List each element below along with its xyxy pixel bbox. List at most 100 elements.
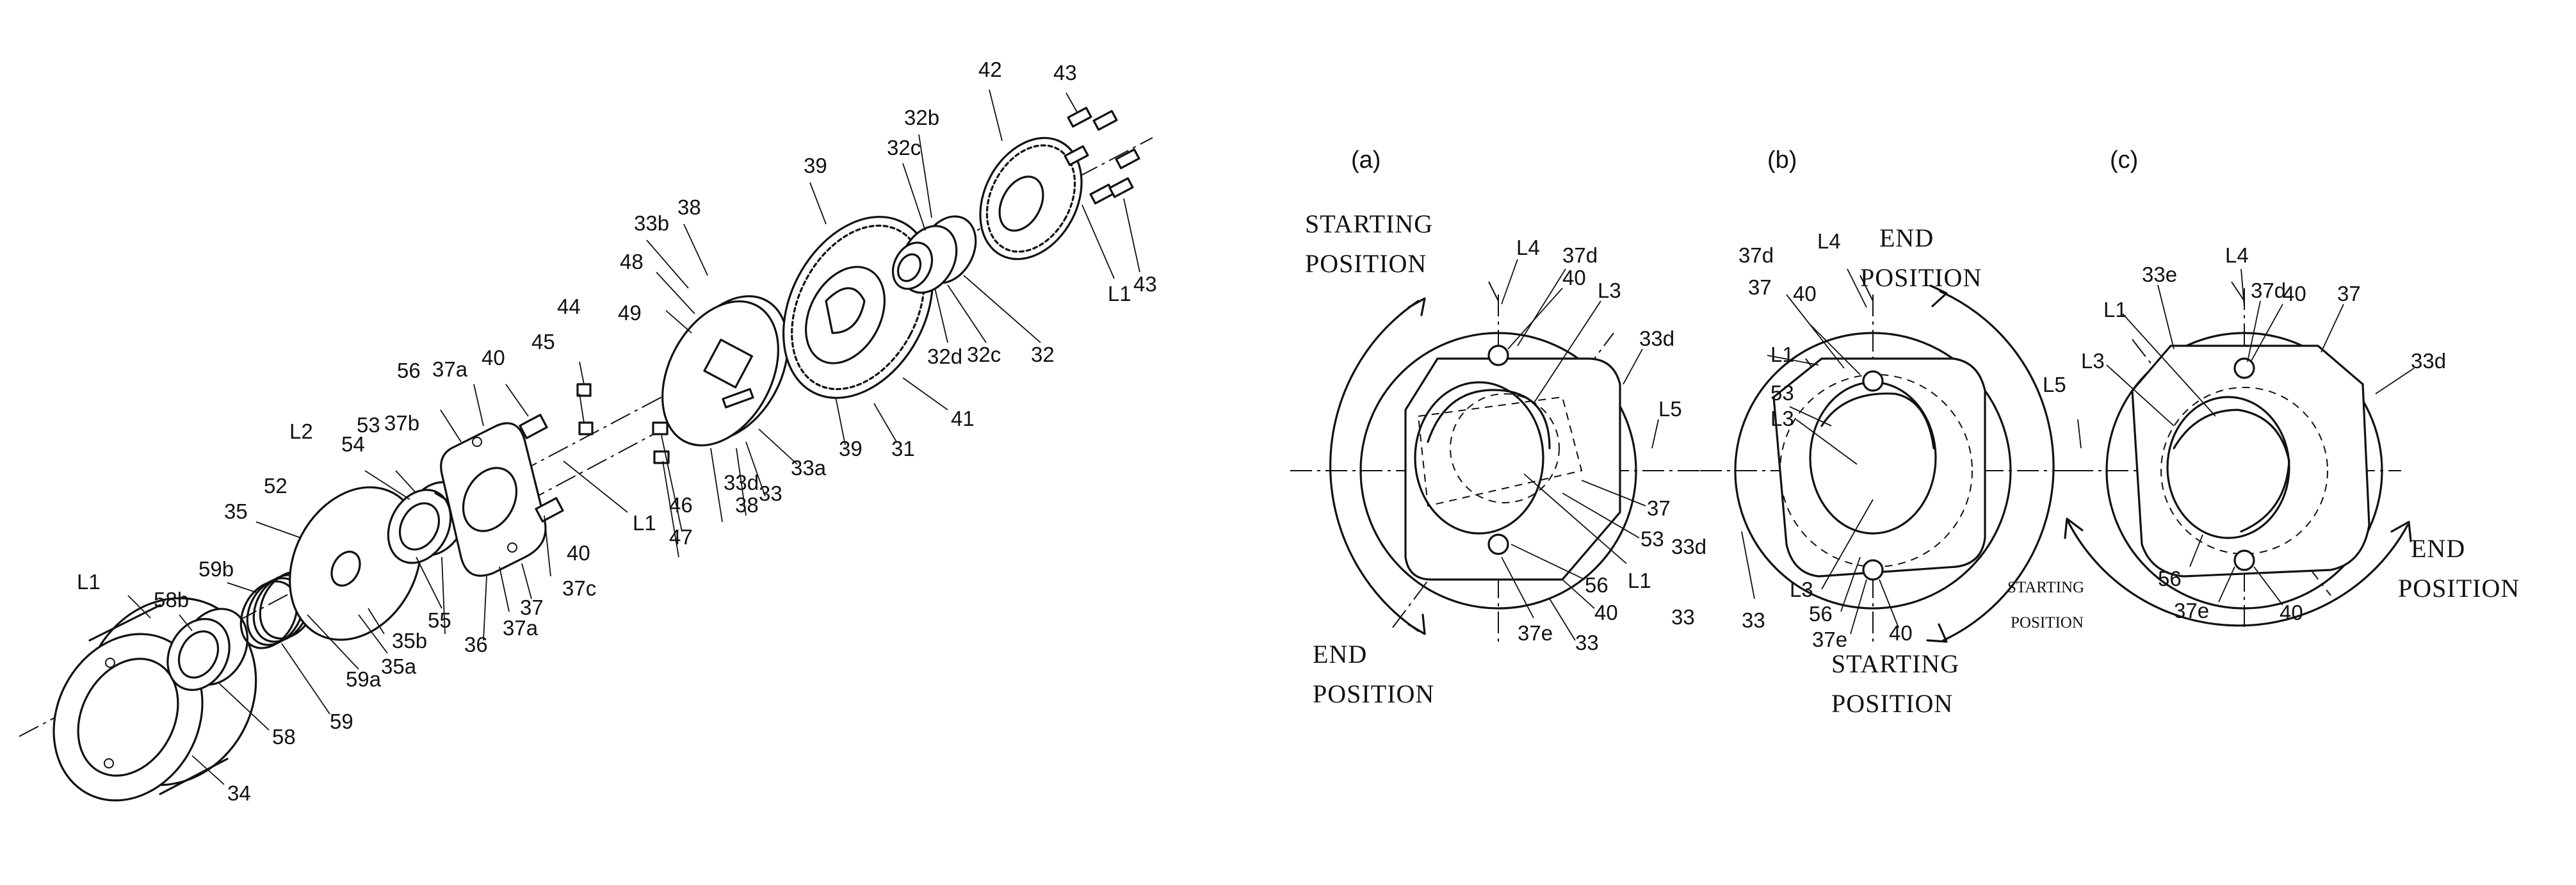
view-b-40-top: 40 — [1793, 282, 1817, 305]
view-b-56: 56 — [1809, 602, 1833, 626]
label-40-top: 40 — [482, 346, 505, 369]
view-b-starting: STARTING — [1831, 649, 1959, 678]
view-a-33d-side: 33d — [1671, 535, 1706, 558]
label-40-bot: 40 — [567, 541, 590, 565]
label-39-bot: 39 — [839, 437, 863, 460]
view-b-33: 33 — [1742, 608, 1765, 632]
view-c-37e: 37e — [2174, 599, 2209, 622]
view-c-33e: 33e — [2142, 263, 2177, 286]
view-b-37d: 37d — [1738, 243, 1774, 267]
view-b-l3-dup: L3 — [1790, 578, 1813, 601]
label-31: 31 — [891, 437, 915, 460]
view-b-starting-position: POSITION — [1831, 689, 1953, 718]
view-b-plate-37 — [1774, 359, 1985, 576]
label-l1-top: L1 — [1108, 282, 1131, 305]
view-a-l3: L3 — [1598, 279, 1621, 302]
label-49: 49 — [618, 301, 642, 325]
view-c-l4: L4 — [2225, 243, 2249, 267]
view-a-end: END — [1313, 640, 1367, 669]
label-38-top: 38 — [677, 195, 701, 219]
label-45: 45 — [531, 330, 555, 353]
parts-44-47-screws — [578, 384, 668, 463]
view-a-l5: L5 — [1658, 397, 1682, 421]
label-35a: 35a — [381, 654, 417, 678]
label-39-top: 39 — [804, 154, 827, 177]
label-33a: 33a — [791, 456, 827, 480]
label-38-bot: 38 — [735, 493, 759, 517]
view-b-40-bot: 40 — [1889, 621, 1913, 645]
exploded-view: 34 L1 58b 58 59 59b 59a 35 52 L2 35b 35a… — [19, 58, 1157, 827]
view-c-l5: L5 — [2043, 373, 2066, 396]
label-37-bot: 37 — [520, 596, 544, 619]
label-55: 55 — [428, 608, 451, 632]
label-59b: 59b — [198, 557, 234, 581]
part-37-plate — [441, 423, 546, 576]
label-35: 35 — [224, 499, 248, 523]
label-58: 58 — [272, 725, 296, 749]
view-b-end: END — [1879, 223, 1934, 252]
view-c-end-position: POSITION — [2398, 574, 2520, 603]
panel-label-c: (c) — [2110, 147, 2138, 174]
label-59: 59 — [330, 710, 353, 733]
label-33: 33 — [759, 482, 782, 505]
label-32c-bot: 32c — [967, 343, 1001, 366]
label-33b: 33b — [634, 211, 669, 235]
view-a-37e: 37e — [1518, 621, 1553, 645]
view-c-l3: L3 — [2081, 349, 2105, 373]
view-a-l4: L4 — [1516, 236, 1540, 259]
view-a-hole-37d — [1489, 346, 1508, 365]
view-c-l1: L1 — [2103, 298, 2127, 321]
label-52: 52 — [264, 474, 288, 498]
label-l1-mid: L1 — [633, 511, 656, 535]
view-c: (c) STARTING POSITION END POSITION 33e L… — [2007, 147, 2520, 631]
label-46: 46 — [669, 493, 693, 517]
view-a-37d: 37d — [1562, 243, 1598, 267]
view-b-l1: L1 — [1770, 343, 1794, 366]
view-a-end-position: POSITION — [1313, 679, 1434, 708]
label-48: 48 — [620, 250, 644, 273]
label-47: 47 — [669, 525, 693, 549]
part-33-casing — [639, 276, 811, 465]
label-32c-top: 32c — [887, 136, 921, 159]
view-b-hole-37d — [1863, 371, 1883, 391]
view-b-37: 37 — [1748, 275, 1772, 299]
view-c-40-top: 40 — [2283, 282, 2306, 305]
panel-label-a: (a) — [1351, 147, 1381, 174]
label-37a-bot: 37a — [503, 616, 539, 640]
label-32d: 32d — [927, 345, 962, 368]
view-b-hole-37e — [1863, 560, 1883, 580]
view-b: (b) END POSITION STARTING POSITION 37d L… — [1700, 147, 2087, 718]
label-41: 41 — [951, 407, 975, 430]
view-a-40-top: 40 — [1562, 266, 1586, 289]
view-a-33-side: 33 — [1671, 605, 1695, 629]
view-c-33d: 33d — [2411, 349, 2446, 373]
part-42-gear — [960, 120, 1101, 277]
view-a-33d-top: 33d — [1639, 327, 1674, 350]
label-32: 32 — [1031, 343, 1055, 366]
view-b-l3: L3 — [1770, 407, 1794, 430]
label-53: 53 — [357, 413, 380, 437]
view-b-end-position: POSITION — [1860, 263, 1982, 292]
label-59a: 59a — [346, 667, 382, 691]
label-58b: 58b — [154, 588, 189, 612]
view-c-starting: STARTING — [2007, 579, 2084, 596]
view-b-53: 53 — [1770, 381, 1794, 405]
label-37a-top: 37a — [432, 357, 468, 381]
view-c-37d: 37d — [2251, 279, 2286, 302]
label-32b: 32b — [904, 106, 939, 129]
view-a-starting: STARTING — [1305, 209, 1433, 238]
view-c-37: 37 — [2337, 282, 2361, 305]
view-a: (a) STARTING — [1290, 147, 1706, 708]
label-44: 44 — [557, 295, 581, 318]
view-a-40-bot: 40 — [1594, 601, 1618, 624]
label-l2: L2 — [289, 419, 313, 443]
view-c-40-bot: 40 — [2280, 601, 2303, 624]
view-a-33-bot: 33 — [1575, 631, 1599, 654]
view-c-starting-position: POSITION — [2011, 614, 2084, 631]
view-a-starting-position: POSITION — [1305, 249, 1427, 278]
view-b-37e: 37e — [1812, 628, 1847, 651]
label-43-right: 43 — [1133, 272, 1157, 296]
panel-label-b: (b) — [1767, 147, 1797, 174]
label-36: 36 — [464, 633, 488, 656]
